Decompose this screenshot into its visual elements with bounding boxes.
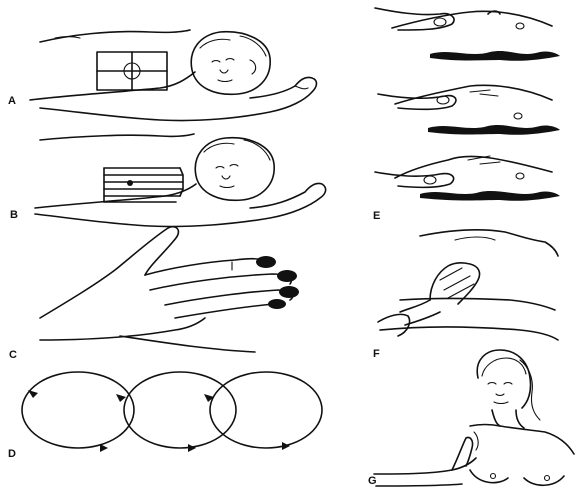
panel-g-standing-woman	[374, 350, 574, 486]
circle-3	[210, 372, 322, 448]
arrow-icon	[28, 390, 38, 398]
circle-2	[124, 372, 236, 448]
panel-label-c: C	[9, 349, 17, 361]
panel-label-e: E	[373, 210, 380, 222]
panel-b-lying-woman-vertical-strips	[35, 134, 326, 227]
finger-pad-ring	[279, 286, 299, 298]
arrow-icon	[282, 442, 290, 450]
finger-pad-index	[256, 256, 276, 268]
arrow-icon	[188, 444, 196, 452]
panel-c-hand-finger-pads	[40, 227, 299, 352]
panel-d-circular-motion	[22, 372, 322, 452]
panel-label-f: F	[373, 348, 380, 360]
panel-label-a: A	[8, 95, 16, 107]
vertical-strip-pattern	[104, 168, 183, 202]
palpation-step-3	[375, 156, 560, 201]
palpation-step-1	[375, 8, 560, 61]
panel-e-breast-palpation-sequence	[375, 8, 560, 201]
arrow-icon	[204, 394, 214, 402]
woman-head-a	[191, 32, 270, 95]
circle-1	[22, 372, 134, 448]
woman-head-b	[195, 138, 274, 201]
panel-a-lying-woman-quadrant-grid	[30, 30, 317, 121]
panel-label-b: B	[10, 209, 18, 221]
panel-label-g: G	[368, 475, 377, 487]
palpation-step-2	[378, 85, 560, 134]
examining-hand	[400, 263, 480, 325]
finger-pad-little	[268, 299, 286, 309]
panel-f-hand-on-breast	[378, 230, 558, 340]
arrow-icon	[116, 394, 126, 402]
arrow-icon	[100, 444, 108, 452]
panel-label-d: D	[8, 448, 16, 460]
finger-pad-middle	[277, 270, 297, 282]
